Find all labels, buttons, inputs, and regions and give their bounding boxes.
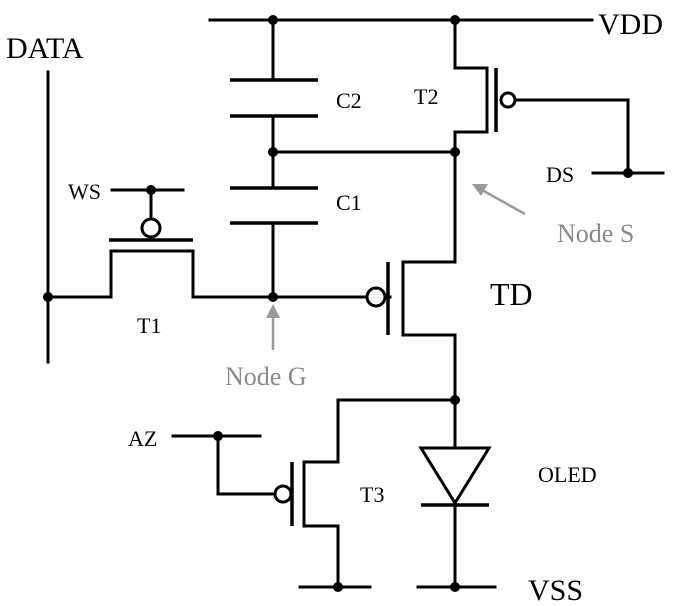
ws-label: WS [68,179,101,204]
t3-label: T3 [360,482,384,507]
vdd-label: VDD [598,8,663,41]
transistor-t2 [453,18,630,175]
vdd-rail [208,15,594,25]
vss-label: VSS [528,574,583,606]
node-s-wire [268,147,460,157]
data-label: DATA [6,32,84,65]
ds-line [591,168,665,178]
c1-label: C1 [336,190,362,215]
transistor-t3 [273,460,340,589]
data-line [43,70,53,364]
oled-label: OLED [538,462,597,487]
td-label: TD [490,276,533,312]
node-g-arrow [266,304,280,350]
node-s-label: Node S [557,219,634,248]
az-label: AZ [128,426,157,451]
oled-diode [418,398,492,589]
transistor-td [365,150,457,402]
node-s-arrow [472,184,526,216]
t2-label: T2 [414,84,438,109]
c2-label: C2 [336,88,362,113]
transistor-t1 [46,217,392,302]
capacitor-c2 [230,18,318,190]
ds-label: DS [546,162,574,187]
t1-label: T1 [137,313,161,338]
ws-line [110,185,185,221]
vss-rail [298,582,497,592]
capacitor-c1 [230,186,318,299]
az-line [171,431,276,496]
node-g-label: Node G [225,362,307,391]
